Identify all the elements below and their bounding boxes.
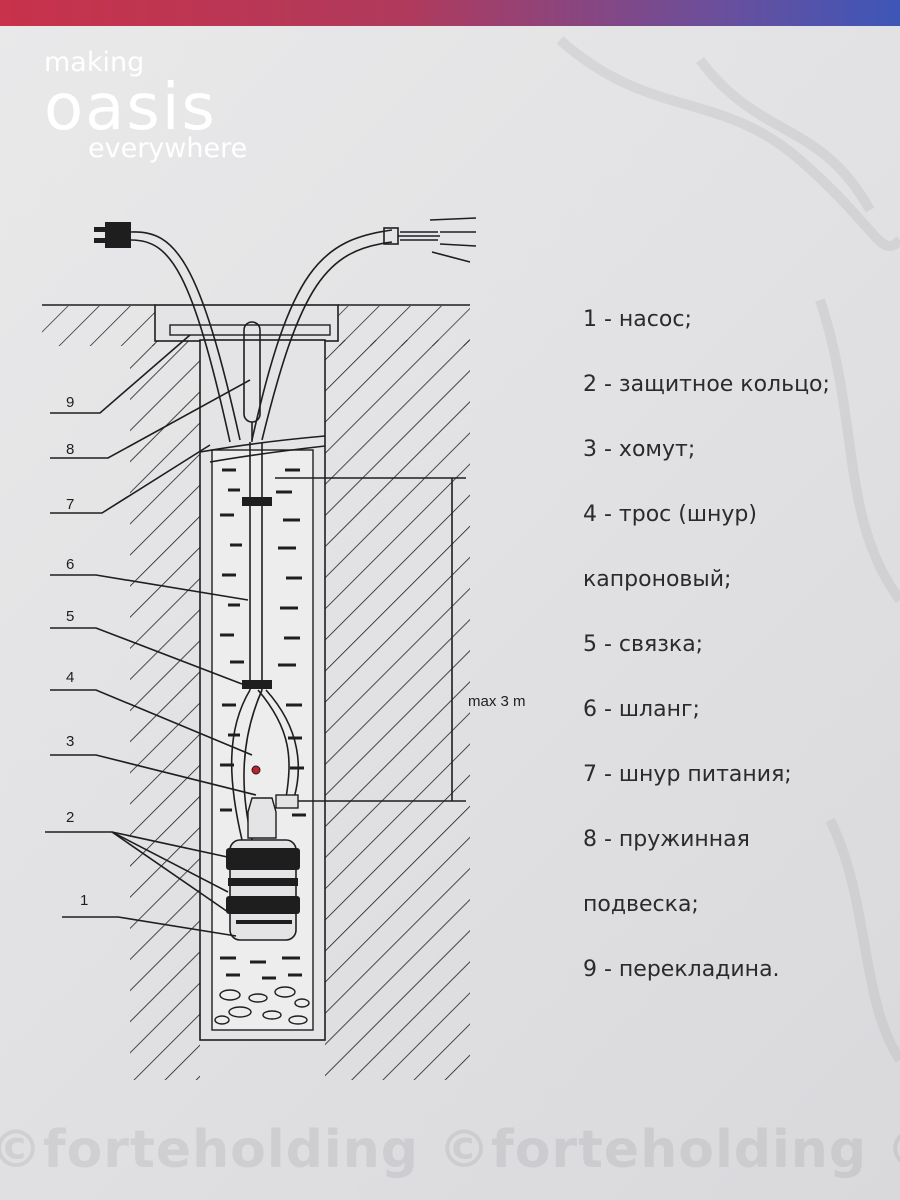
legend-item-rope: 4 - трос (шнур) <box>583 502 757 527</box>
legend-item-hose: 6 - шланг; <box>583 697 700 722</box>
legend-item-spring-cont: подвеска; <box>583 892 699 917</box>
legend-item-rope-cont: капроновый; <box>583 567 732 592</box>
spring-hanger <box>243 321 261 442</box>
tie-lower <box>242 680 272 689</box>
legend-item-pump: 1 - насос; <box>583 307 692 332</box>
callout-7: 7 <box>66 496 74 513</box>
tie-upper <box>242 497 272 506</box>
callout-4: 4 <box>66 669 74 686</box>
depth-dimension: max 3 m <box>275 477 526 802</box>
logo-everywhere: everywhere <box>88 133 248 164</box>
callout-6: 6 <box>66 556 74 573</box>
legend-item-tie: 5 - связка; <box>583 632 704 657</box>
power-plug <box>94 222 131 248</box>
callout-1: 1 <box>80 892 88 909</box>
power-cord-horizontal <box>199 435 326 463</box>
callout-2: 2 <box>66 809 74 826</box>
callout-numbers: 9 8 7 6 5 4 3 2 1 <box>66 394 88 909</box>
gravel-bottom <box>214 986 310 1025</box>
legend-item-spring: 8 - пружинная <box>583 827 750 852</box>
legend-item-clamp: 3 - хомут; <box>583 437 696 462</box>
legend-item-protective-ring: 2 - защитное кольцо; <box>583 372 830 397</box>
crossbar <box>169 324 331 336</box>
soil-hatching <box>42 306 470 1080</box>
logo-oasis: oasis <box>44 71 217 145</box>
legend-item-crossbar: 9 - перекладина. <box>583 957 780 982</box>
legend-item-power-cord: 7 - шнур питания; <box>583 762 792 787</box>
parts-legend: 1 - насос; 2 - защитное кольцо; 3 - хому… <box>583 300 893 1015</box>
callout-3: 3 <box>66 733 74 750</box>
logo-making: making <box>44 47 145 78</box>
power-cord <box>130 231 241 443</box>
protective-ring-upper <box>226 848 300 870</box>
callout-9: 9 <box>66 394 74 411</box>
top-gradient-bar <box>0 0 900 26</box>
well-head <box>154 304 339 342</box>
callout-8: 8 <box>66 441 74 458</box>
hose-top <box>251 217 477 441</box>
water-level-marks <box>220 468 306 980</box>
cord-attach-point <box>251 765 261 775</box>
dimension-label: max 3 m <box>468 693 526 710</box>
watermark: ©forteholding ©forteholding ©forteholdin… <box>0 1120 900 1180</box>
callout-lines <box>45 334 257 937</box>
pump <box>226 794 300 941</box>
protective-ring-lower <box>226 896 300 914</box>
hose-vertical <box>242 442 272 690</box>
callout-5: 5 <box>66 608 74 625</box>
